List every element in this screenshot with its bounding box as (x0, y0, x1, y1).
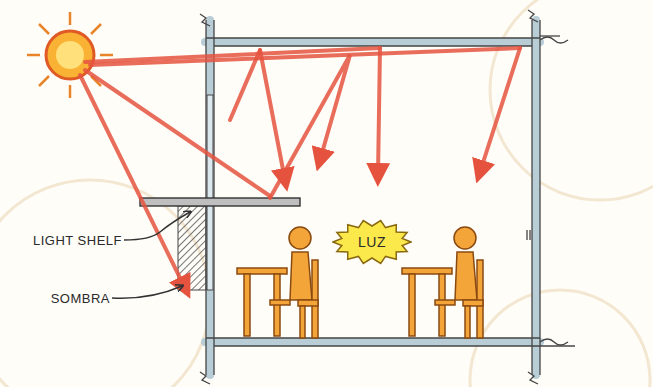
callout-label: LIGHT SHELF (33, 233, 122, 248)
callout-label: SOMBRA (51, 291, 110, 306)
light-starburst: LUZ (332, 219, 412, 265)
node-text: LUZ (358, 234, 386, 250)
